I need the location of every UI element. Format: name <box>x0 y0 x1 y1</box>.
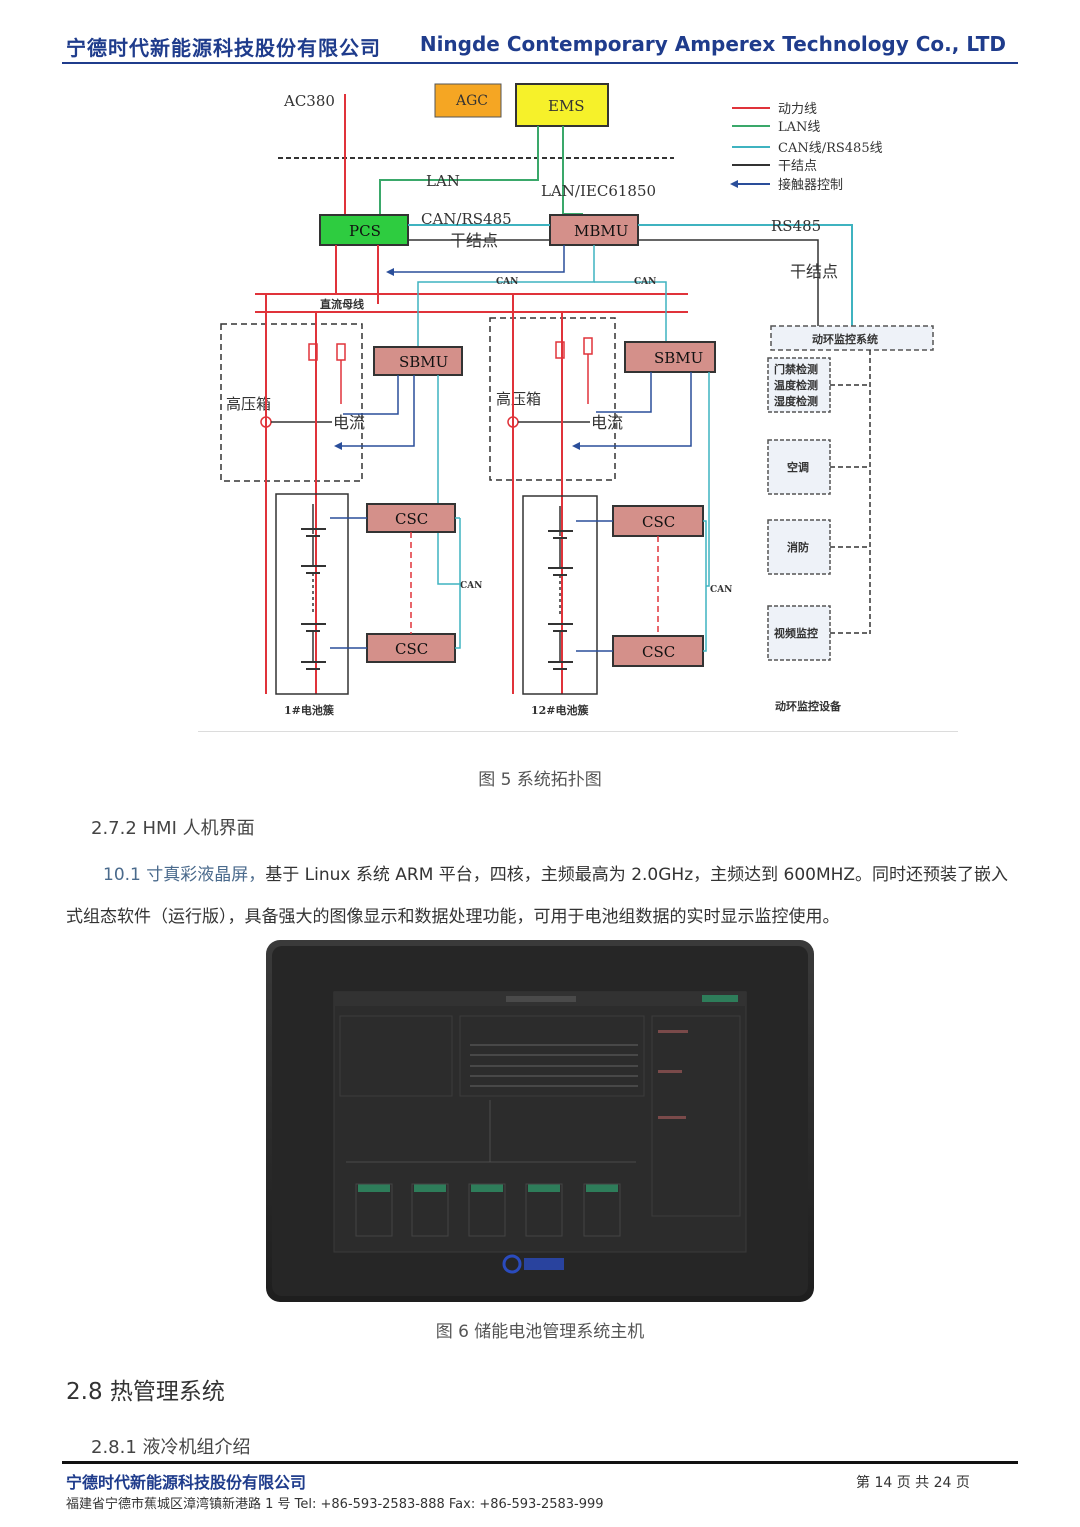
mbmu-box <box>549 214 639 246</box>
sbmu-12-box <box>624 341 716 373</box>
ac380-label: AC380 <box>283 92 335 110</box>
battery-cluster-1 <box>275 493 349 695</box>
current-label-1: 电流 <box>333 413 365 432</box>
dev-humid-label: 湿度检测 <box>774 394 818 408</box>
hv-box-1-label: 高压箱 <box>226 395 271 413</box>
section-2-8-1-heading: 2.8.1 液冷机组介绍 <box>91 1437 251 1458</box>
dry-contact-right-label: 干结点 <box>790 262 838 281</box>
hmi-paragraph: 10.1 寸真彩液晶屏，基于 Linux 系统 ARM 平台，四核，主频最高为 … <box>66 854 1016 938</box>
agc-label: AGC <box>455 93 488 109</box>
env-system-label: 动环监控系统 <box>812 332 878 346</box>
hmi-paragraph-highlight: 10.1 寸真彩液晶屏， <box>103 865 266 885</box>
dev-ac-label: 空调 <box>787 460 809 474</box>
header-company-cn: 宁德时代新能源科技股份有限公司 <box>66 36 381 60</box>
dev-temp-label: 温度检测 <box>774 378 818 392</box>
hv-box-12 <box>489 317 616 481</box>
env-system-box <box>770 325 934 351</box>
footer-company-cn: 宁德时代新能源科技股份有限公司 <box>66 1473 307 1492</box>
footer-divider <box>62 1461 1018 1464</box>
pcs-label: PCS <box>349 222 381 240</box>
hv-box-12-label: 高压箱 <box>496 390 541 408</box>
can-label-top-1: CAN <box>496 277 518 287</box>
fig6-caption: 图 6 储能电池管理系统主机 <box>435 1322 645 1342</box>
rs485-label: RS485 <box>771 217 821 235</box>
section-2-7-2-heading: 2.7.2 HMI 人机界面 <box>91 818 255 839</box>
csc-1b-label: CSC <box>395 640 428 658</box>
sbmu-12-label: SBMU <box>654 349 703 367</box>
legend-contactor: 接触器控制 <box>778 177 843 193</box>
dev-access-label: 门禁检测 <box>774 362 818 376</box>
csc-1a-label: CSC <box>395 510 428 528</box>
dev-video-box <box>767 605 831 661</box>
cluster-12-label: 12#电池簇 <box>531 703 590 717</box>
dev-fire-box <box>767 519 831 575</box>
battery-cluster-12 <box>522 495 598 695</box>
footer-address: 福建省宁德市蕉城区漳湾镇新港路 1 号 Tel: +86-593-2583-88… <box>66 1497 604 1512</box>
can-label-c1: CAN <box>460 581 482 591</box>
csc-12b-label: CSC <box>642 643 675 661</box>
agc-box <box>434 83 502 118</box>
fig5-caption: 图 5 系统拓扑图 <box>478 770 602 790</box>
dev-fire-label: 消防 <box>787 540 809 554</box>
legend-lan: LAN线 <box>778 120 820 135</box>
legend-power: 动力线 <box>778 102 817 117</box>
legend-can: CAN线/RS485线 <box>778 141 883 156</box>
can-label-top-2: CAN <box>634 277 656 287</box>
can-label-c12: CAN <box>710 585 732 595</box>
bms-host-monitor-image <box>266 940 814 1302</box>
can-rs485-label: CAN/RS485 <box>421 210 512 228</box>
dev-video-label: 视频监控 <box>774 626 818 640</box>
lan-iec-label: LAN/IEC61850 <box>541 182 656 200</box>
mbmu-label: MBMU <box>574 222 628 240</box>
diagram-legend: 动力线 LAN线 CAN线/RS485线 干结点 接触器控制 <box>730 102 883 193</box>
cluster-1-label: 1#电池簇 <box>284 703 335 717</box>
system-topology-diagram: AC380 AGC EMS LAN LAN/IEC61850 PCS MBMU … <box>220 83 934 717</box>
header-divider <box>62 62 1018 64</box>
current-label-12: 电流 <box>591 413 623 432</box>
dc-bus-label: 直流母线 <box>320 297 364 311</box>
header-company-en: Ningde Contemporary Amperex Technology C… <box>419 32 1006 56</box>
hv-box-1 <box>220 323 363 482</box>
ems-label: EMS <box>548 97 585 115</box>
pcs-box <box>319 214 409 246</box>
dev-sensors-box <box>767 357 831 413</box>
lan-label: LAN <box>426 172 460 190</box>
sbmu-1-box <box>373 346 463 376</box>
hmi-paragraph-body: 基于 Linux 系统 ARM 平台，四核，主频最高为 2.0GHz，主频达到 … <box>66 865 1009 927</box>
section-2-8-heading: 2.8 热管理系统 <box>66 1379 225 1405</box>
csc-12a-label: CSC <box>642 513 675 531</box>
legend-dry: 干结点 <box>778 159 817 174</box>
dry-contact-label: 干结点 <box>450 231 498 250</box>
footer-page-number: 第 14 页 共 24 页 <box>856 1475 970 1491</box>
figure-divider <box>198 731 958 732</box>
env-devices-label: 动环监控设备 <box>775 699 842 713</box>
dev-ac-box <box>767 439 831 495</box>
sbmu-1-label: SBMU <box>399 353 448 371</box>
